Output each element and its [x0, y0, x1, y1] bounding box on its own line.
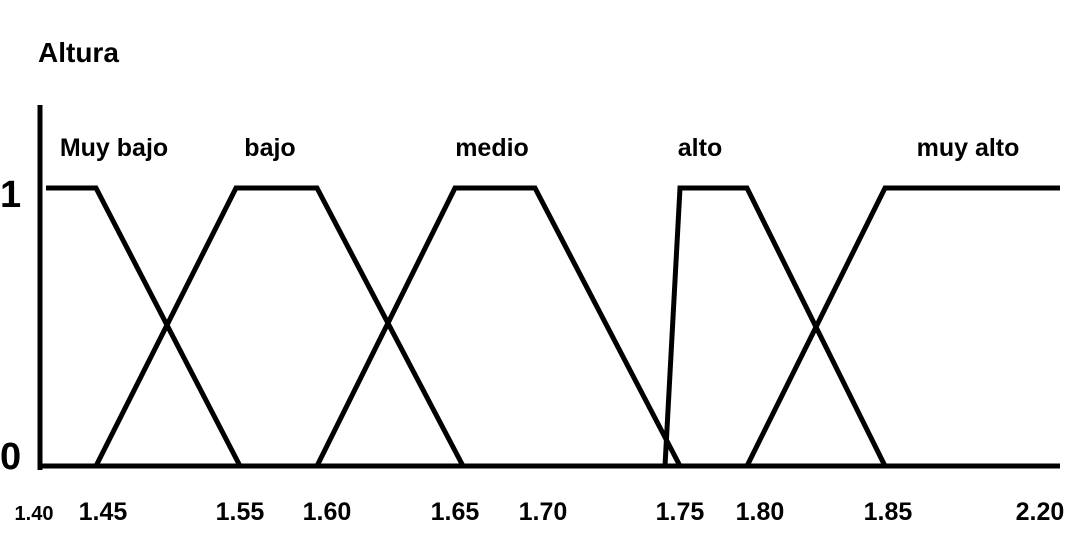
- y-tick-0: 0: [0, 436, 21, 478]
- series-line-bajo: [93, 185, 466, 468]
- series-label-muy-bajo: Muy bajo: [60, 134, 168, 162]
- x-tick-label: 1.45: [79, 498, 128, 526]
- chart-title: Altura: [38, 37, 119, 68]
- x-tick-label: 1.75: [656, 498, 705, 526]
- x-tick-label: 1.55: [216, 498, 265, 526]
- x-tick-label: 1.85: [864, 498, 913, 526]
- series-line-alto: [662, 185, 888, 468]
- y-tick-1: 1: [0, 174, 21, 216]
- x-tick-label: 1.40: [15, 503, 54, 525]
- x-tick-label: 1.60: [303, 498, 352, 526]
- series-line-muy-bajo: [46, 185, 243, 468]
- x-tick-label: 1.70: [519, 498, 568, 526]
- x-tick-layer: 1.40 1.45 1.55 1.60 1.65 1.70 1.75 1.80 1.85 2.20: [15, 498, 1065, 526]
- x-tick-label: 2.20: [1016, 498, 1065, 526]
- series-label-bajo: bajo: [244, 134, 295, 162]
- series-layer: Muy bajo bajo medio alto muy alto: [46, 134, 1060, 468]
- series-label-alto: alto: [678, 134, 722, 162]
- series-line-medio: [314, 185, 683, 468]
- series-label-medio: medio: [455, 134, 529, 162]
- series-label-muy-alto: muy alto: [917, 134, 1020, 162]
- x-tick-label: 1.80: [736, 498, 785, 526]
- x-tick-label: 1.65: [431, 498, 480, 526]
- series-line-muy-alto: [744, 185, 1060, 468]
